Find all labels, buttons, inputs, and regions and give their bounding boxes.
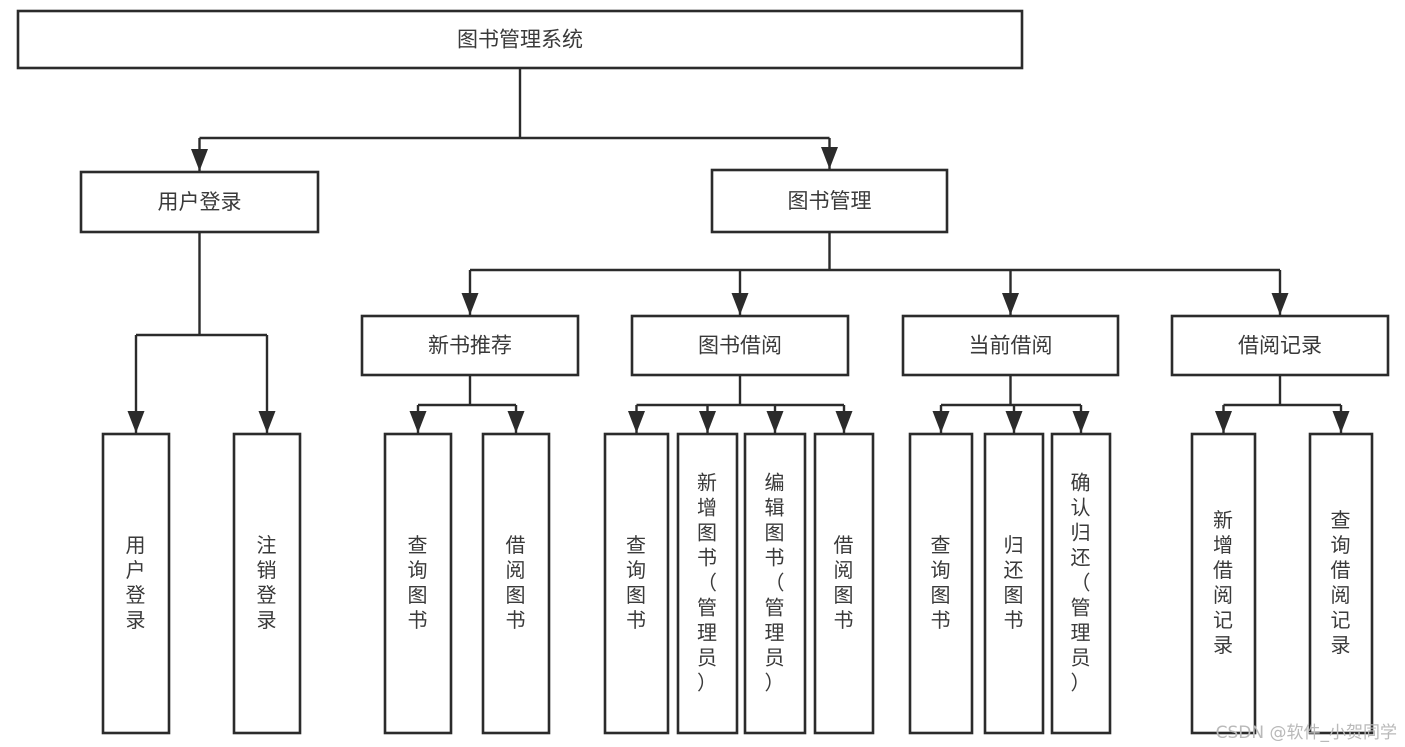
node-box-query-book-1 <box>383 432 453 735</box>
node-book-borrow[interactable]: 图书借阅 <box>630 314 850 377</box>
node-box-current-borrow <box>901 314 1120 377</box>
node-label-borrow-book-2: 借阅图书 <box>834 533 855 632</box>
arrow-head-icon <box>699 411 716 433</box>
node-borrow-record[interactable]: 借阅记录 <box>1170 314 1390 377</box>
node-box-query-book-2 <box>603 432 670 735</box>
node-label-user-login-do: 用户登录 <box>126 533 147 632</box>
arrow-head-icon <box>258 411 276 433</box>
node-box-book-manage <box>710 168 949 234</box>
arrow-head-icon <box>1005 411 1023 433</box>
node-label-return-book: 归还图书 <box>1004 533 1025 632</box>
arrow-head-icon <box>932 411 950 433</box>
node-box-add-book-admin <box>676 432 739 735</box>
node-borrow-book-1[interactable]: 借阅图书 <box>481 432 551 735</box>
arrow-head-icon <box>191 149 208 171</box>
connectors-layer <box>127 68 1350 433</box>
node-add-borrow-record[interactable]: 新增借阅记录 <box>1190 432 1257 735</box>
node-user-logout[interactable]: 注销登录 <box>232 432 302 735</box>
node-label-borrow-book-1: 借阅图书 <box>506 533 527 632</box>
node-query-book-3[interactable]: 查询图书 <box>908 432 974 735</box>
node-box-add-borrow-record <box>1190 432 1257 735</box>
arrow-head-icon <box>1072 411 1090 433</box>
arrow-head-icon <box>821 147 838 169</box>
node-label-current-borrow: 当前借阅 <box>969 334 1053 358</box>
node-label-book-manage: 图书管理 <box>788 189 872 213</box>
arrow-head-icon <box>731 293 749 315</box>
arrow-head-icon <box>1002 293 1019 315</box>
watermark-text: CSDN @软件_小贺同学 <box>1215 723 1397 743</box>
node-new-book-rec[interactable]: 新书推荐 <box>360 314 580 377</box>
node-label-book-borrow: 图书借阅 <box>698 334 782 358</box>
node-box-query-borrow-record <box>1308 432 1374 735</box>
node-box-return-book <box>983 432 1045 735</box>
node-box-new-book-rec <box>360 314 580 377</box>
node-query-borrow-record[interactable]: 查询借阅记录 <box>1308 432 1374 735</box>
arrow-head-icon <box>461 293 479 315</box>
node-box-book-borrow <box>630 314 850 377</box>
node-label-root: 图书管理系统 <box>457 28 583 52</box>
node-label-add-borrow-record: 新增借阅记录 <box>1213 508 1234 657</box>
node-label-add-book-admin: 新增图书（管理员） <box>697 470 718 694</box>
node-query-book-2[interactable]: 查询图书 <box>603 432 670 735</box>
node-edit-book-admin[interactable]: 编辑图书（管理员） <box>743 432 807 735</box>
node-label-confirm-return-admin: 确认归还（管理员） <box>1071 470 1092 694</box>
node-return-book[interactable]: 归还图书 <box>983 432 1045 735</box>
node-user-login[interactable]: 用户登录 <box>79 170 320 234</box>
node-add-book-admin[interactable]: 新增图书（管理员） <box>676 432 739 735</box>
node-box-user-logout <box>232 432 302 735</box>
node-current-borrow[interactable]: 当前借阅 <box>901 314 1120 377</box>
arrow-head-icon <box>127 411 145 433</box>
node-box-query-book-3 <box>908 432 974 735</box>
node-user-login-do[interactable]: 用户登录 <box>101 432 171 735</box>
node-box-root <box>16 9 1024 70</box>
node-label-edit-book-admin: 编辑图书（管理员） <box>765 470 786 694</box>
node-box-user-login <box>79 170 320 234</box>
node-book-manage[interactable]: 图书管理 <box>710 168 949 234</box>
node-box-user-login-do <box>101 432 171 735</box>
arrow-head-icon <box>409 411 427 433</box>
node-label-query-book-1: 查询图书 <box>408 533 429 632</box>
node-label-query-borrow-record: 查询借阅记录 <box>1331 508 1352 657</box>
node-label-new-book-rec: 新书推荐 <box>428 334 512 358</box>
arrow-head-icon <box>1332 411 1350 433</box>
node-root[interactable]: 图书管理系统 <box>16 9 1024 70</box>
arrow-head-icon <box>507 411 525 433</box>
node-query-book-1[interactable]: 查询图书 <box>383 432 453 735</box>
node-box-confirm-return-admin <box>1050 432 1112 735</box>
node-label-query-book-2: 查询图书 <box>626 533 647 632</box>
arrow-head-icon <box>835 411 853 433</box>
node-label-user-logout: 注销登录 <box>257 533 278 632</box>
node-label-query-book-3: 查询图书 <box>931 533 952 632</box>
arrow-head-icon <box>628 411 645 433</box>
node-borrow-book-2[interactable]: 借阅图书 <box>813 432 875 735</box>
node-box-borrow-record <box>1170 314 1390 377</box>
node-confirm-return-admin[interactable]: 确认归还（管理员） <box>1050 432 1112 735</box>
node-box-borrow-book-2 <box>813 432 875 735</box>
node-label-user-login: 用户登录 <box>158 190 242 214</box>
node-box-edit-book-admin <box>743 432 807 735</box>
arrow-head-icon <box>766 411 784 433</box>
node-box-borrow-book-1 <box>481 432 551 735</box>
arrow-head-icon <box>1215 411 1232 433</box>
nodes-layer: 图书管理系统用户登录图书管理用户登录注销登录新书推荐查询图书借阅图书图书借阅查询… <box>16 9 1390 735</box>
arrow-head-icon <box>1271 293 1289 315</box>
node-label-borrow-record: 借阅记录 <box>1238 334 1322 358</box>
